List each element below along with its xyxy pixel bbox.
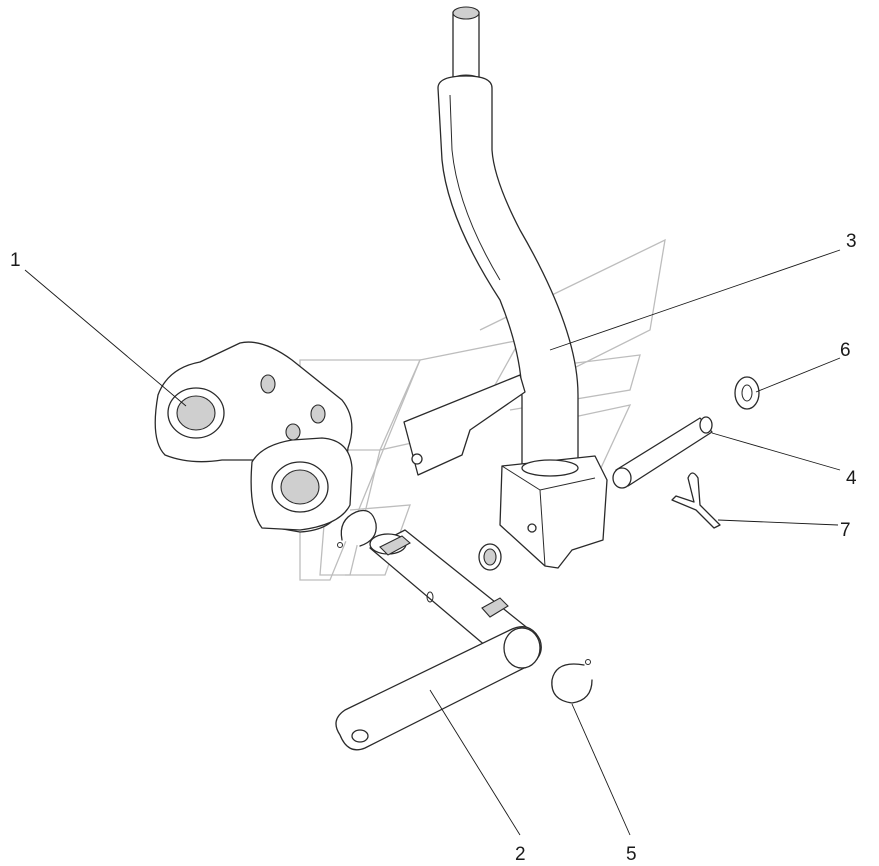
callout-7: 7 [840, 520, 851, 541]
callout-3: 3 [846, 231, 857, 252]
callout-labels: 1 2 3 4 5 6 7 [10, 231, 857, 865]
callout-6: 6 [840, 340, 851, 361]
leader-lines [24, 249, 841, 836]
shaft-with-arm-part-2 [335, 529, 542, 751]
callout-2: 2 [515, 844, 526, 865]
shift-lever-part-3 [403, 6, 608, 569]
retaining-ring-part-5 [337, 509, 593, 704]
cotter-pin-part-7 [671, 472, 721, 529]
callout-4: 4 [846, 468, 857, 489]
bracket-part-1 [154, 341, 502, 571]
callout-1: 1 [10, 250, 21, 271]
callout-5: 5 [626, 844, 637, 865]
pin-part-4 [612, 416, 713, 489]
washer-part-6 [734, 376, 760, 410]
